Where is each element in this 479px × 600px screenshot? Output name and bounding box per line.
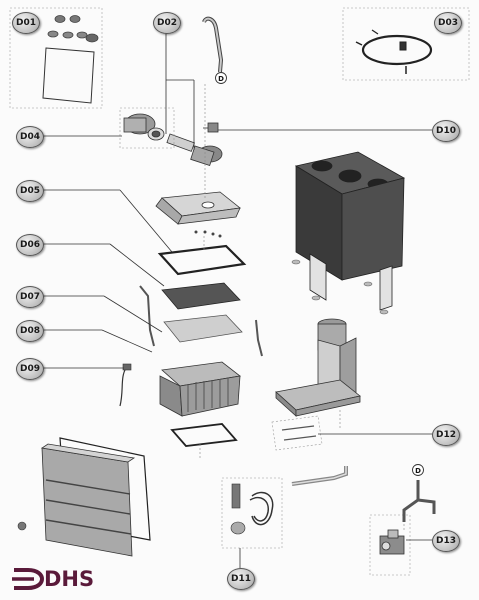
- d01-gasket-sheet: [42, 47, 95, 104]
- gasket-lower: [170, 423, 238, 447]
- d09-electrode-wire: [119, 367, 127, 407]
- logo-text: DHS: [44, 567, 95, 591]
- d04-fan-assembly: [123, 113, 223, 166]
- box-d12: [271, 415, 323, 451]
- d01-kit-parts: [47, 15, 99, 43]
- d03-clamp-ring: [355, 29, 433, 74]
- d08-ceramic-plate: [163, 314, 243, 343]
- d13-gas-valve-pipe: [402, 480, 436, 522]
- callout-d08: D08: [16, 320, 44, 342]
- callout-d02: D02: [153, 12, 181, 34]
- casing-feet: [291, 259, 389, 315]
- box-d01: [9, 7, 103, 109]
- flue-hood: [275, 318, 361, 417]
- connector-d-bottom: D: [415, 467, 421, 475]
- front-casing-panel: [40, 437, 151, 557]
- callout-d09: D09: [16, 358, 44, 380]
- d07-mesh-plate: [161, 282, 241, 310]
- heat-exchanger: [159, 361, 241, 417]
- callout-d05: D05: [16, 180, 44, 202]
- callout-d06: D06: [16, 234, 44, 256]
- callout-d07: D07: [16, 286, 44, 308]
- gas-pipe: [291, 466, 348, 486]
- leader-lines: [42, 32, 432, 568]
- d11-hose: [249, 491, 274, 526]
- d10-sensor: [203, 122, 219, 133]
- side-electrodes: [139, 285, 263, 357]
- d05-screws: [194, 230, 222, 238]
- connector-d-top: D: [218, 75, 224, 83]
- callout-d13: D13: [432, 530, 460, 552]
- callout-d12: D12: [432, 424, 460, 446]
- assembly-axes: [199, 84, 405, 532]
- d05-cover-plate: [155, 191, 241, 225]
- callout-d11: D11: [227, 568, 255, 590]
- d13-gas-valve: [379, 529, 405, 555]
- box-d03: [342, 7, 470, 81]
- callout-d04: D04: [16, 126, 44, 148]
- callout-d10: D10: [432, 120, 460, 142]
- d02-pipe: [202, 16, 224, 73]
- d12-bracket: [281, 425, 317, 441]
- box-d13: [369, 514, 411, 576]
- callout-d03: D03: [434, 12, 462, 34]
- screw: [17, 521, 27, 531]
- callout-d01: D01: [12, 12, 40, 34]
- d06-gasket-frame: [157, 244, 247, 276]
- box-d11: [221, 477, 283, 549]
- combustion-chamber-casing: [294, 151, 406, 311]
- dhs-logo-icon: [12, 568, 45, 590]
